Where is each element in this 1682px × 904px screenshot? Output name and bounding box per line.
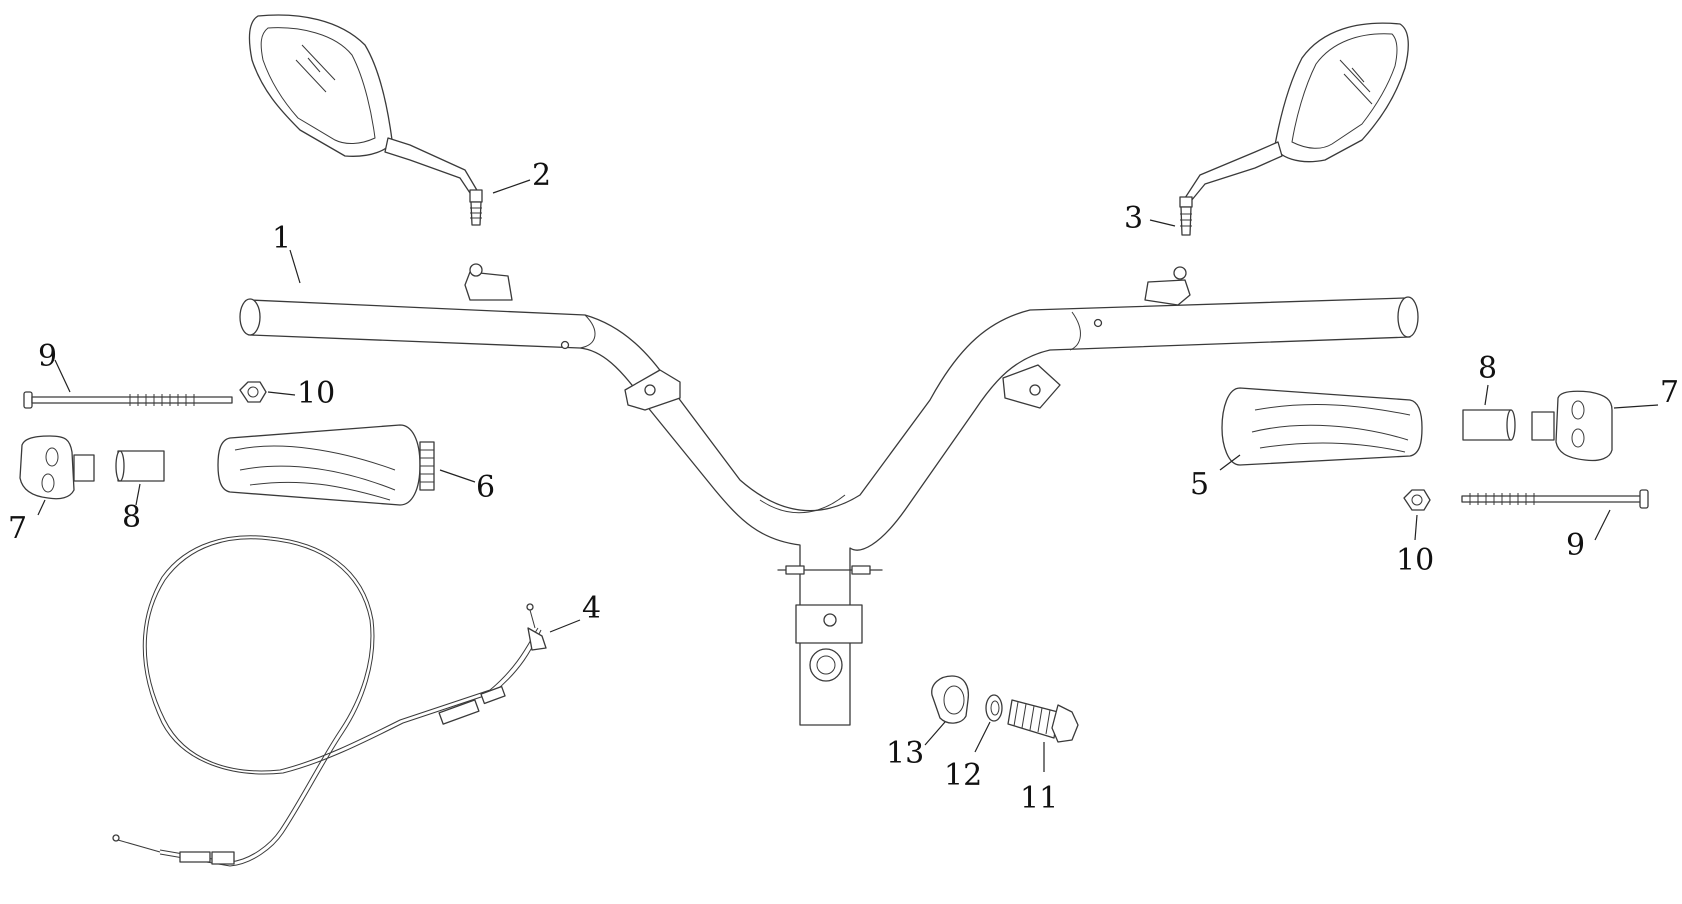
part-labels: 1 2 3 4 5 6 7 8 9 10 8 7 10 9 11 12 13	[8, 158, 1679, 816]
label-8-left: 8	[122, 500, 141, 535]
label-9-left: 9	[38, 339, 57, 374]
bar-end-left	[19, 435, 95, 500]
label-3: 3	[1124, 201, 1143, 236]
collar	[931, 675, 970, 724]
label-12: 12	[944, 758, 982, 793]
grip-left	[217, 424, 435, 506]
bar-end-right	[1531, 390, 1613, 462]
label-10-left: 10	[297, 376, 335, 411]
handlebar-right-end	[1397, 296, 1419, 338]
mirror-mount-left	[464, 271, 513, 301]
grip-right	[1221, 387, 1423, 466]
label-1: 1	[272, 221, 291, 256]
leader-lines	[37, 179, 1659, 772]
nut-right	[1403, 489, 1431, 511]
label-4: 4	[582, 591, 601, 626]
label-9-right: 9	[1566, 528, 1585, 563]
bolt-center	[1007, 699, 1079, 743]
throttle-cable	[112, 535, 547, 867]
label-8-right: 8	[1478, 351, 1497, 386]
spacer-left	[115, 450, 165, 482]
spacer-right	[1462, 409, 1516, 441]
label-13: 13	[886, 736, 924, 771]
mirror-right	[1179, 22, 1409, 236]
nut-left	[239, 381, 267, 403]
handlebar	[239, 263, 1419, 726]
handlebar-left-end	[239, 298, 261, 336]
bolt-right	[1461, 489, 1649, 509]
label-11: 11	[1020, 781, 1058, 816]
mirror-left	[248, 14, 483, 226]
label-6: 6	[476, 470, 495, 505]
label-7-left: 7	[8, 511, 27, 546]
bolt-left	[23, 391, 233, 409]
mirror-mount-right	[1144, 279, 1191, 306]
label-10-right: 10	[1396, 543, 1434, 578]
label-7-right: 7	[1660, 375, 1679, 410]
label-2: 2	[532, 158, 551, 193]
label-5: 5	[1190, 467, 1209, 502]
washer	[985, 694, 1003, 722]
